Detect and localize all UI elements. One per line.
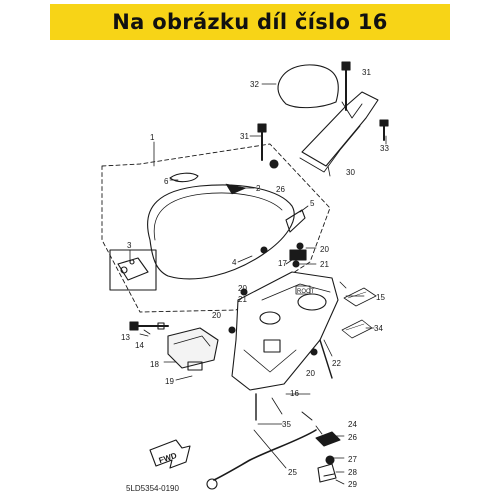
backrest-pad (277, 64, 339, 109)
screw-20d (310, 348, 318, 356)
callout-2: 2 (256, 184, 261, 193)
bolt-31-top (341, 61, 351, 111)
callout-21b: 21 (238, 295, 247, 304)
seat (147, 172, 306, 280)
storage-box: ROOT (231, 271, 339, 391)
seat-grab-pad (169, 172, 199, 183)
lock-hardware (315, 431, 341, 483)
callout-6: 6 (164, 177, 169, 186)
callout-20b: 20 (238, 284, 247, 293)
fwd-arrow: FWD (149, 439, 191, 469)
callout-13: 13 (121, 333, 130, 342)
callout-32: 32 (250, 80, 259, 89)
pad-17 (289, 249, 307, 261)
leader-lines (129, 79, 387, 485)
callout-26a: 26 (348, 433, 357, 442)
seat-group-outline (101, 143, 331, 313)
screw-20c (228, 326, 236, 334)
callout-25: 25 (288, 468, 297, 477)
callout-27: 27 (348, 455, 357, 464)
callout-35: 35 (282, 420, 291, 429)
callout-21a: 21 (320, 260, 329, 269)
collar-26 (269, 159, 279, 169)
callout-31b: 31 (240, 132, 249, 141)
cable-22 (319, 339, 333, 379)
pad-34 (341, 319, 373, 339)
bolt-33 (379, 119, 389, 141)
callout-3: 3 (127, 241, 132, 250)
callout-33: 33 (380, 144, 389, 153)
screw-20a (296, 242, 304, 250)
lock-bracket (109, 249, 157, 291)
callout-22: 22 (332, 359, 341, 368)
seat-side-strip (285, 209, 306, 233)
callout-20a: 20 (320, 245, 329, 254)
banner-title: Na obrázku díl číslo 16 (112, 10, 388, 34)
callout-14: 14 (135, 341, 144, 350)
pad-15 (343, 287, 377, 307)
callout-4: 4 (232, 258, 237, 267)
clip-4 (260, 246, 268, 254)
callout-30: 30 (346, 168, 355, 177)
callout-28: 28 (348, 468, 357, 477)
callout-1: 1 (150, 133, 155, 142)
callout-16: 16 (290, 389, 299, 398)
drawing-code: 5LD5354-0190 (126, 484, 179, 493)
screw-20b (240, 288, 248, 296)
cdi-module (167, 327, 219, 371)
title-banner: Na obrázku díl číslo 16 (50, 4, 450, 40)
callout-18: 18 (150, 360, 159, 369)
callout-17: 17 (278, 259, 287, 268)
seat-emblem (225, 183, 247, 195)
callout-19: 19 (165, 377, 174, 386)
callout-29: 29 (348, 480, 357, 489)
box-label: ROOT (297, 289, 315, 295)
nut-21 (292, 260, 300, 268)
callout-15: 15 (376, 293, 385, 302)
callout-26b: 26 (276, 185, 285, 194)
bolt-31-mid (257, 123, 267, 161)
callout-5: 5 (310, 199, 315, 208)
seat-lock-cable (206, 393, 317, 490)
callout-20d: 20 (306, 369, 315, 378)
callout-31a: 31 (362, 68, 371, 77)
rear-carrier (299, 91, 379, 173)
callout-34: 34 (374, 324, 383, 333)
bolt-13 (129, 321, 169, 331)
callout-20c: 20 (212, 311, 221, 320)
callout-24: 24 (348, 420, 357, 429)
